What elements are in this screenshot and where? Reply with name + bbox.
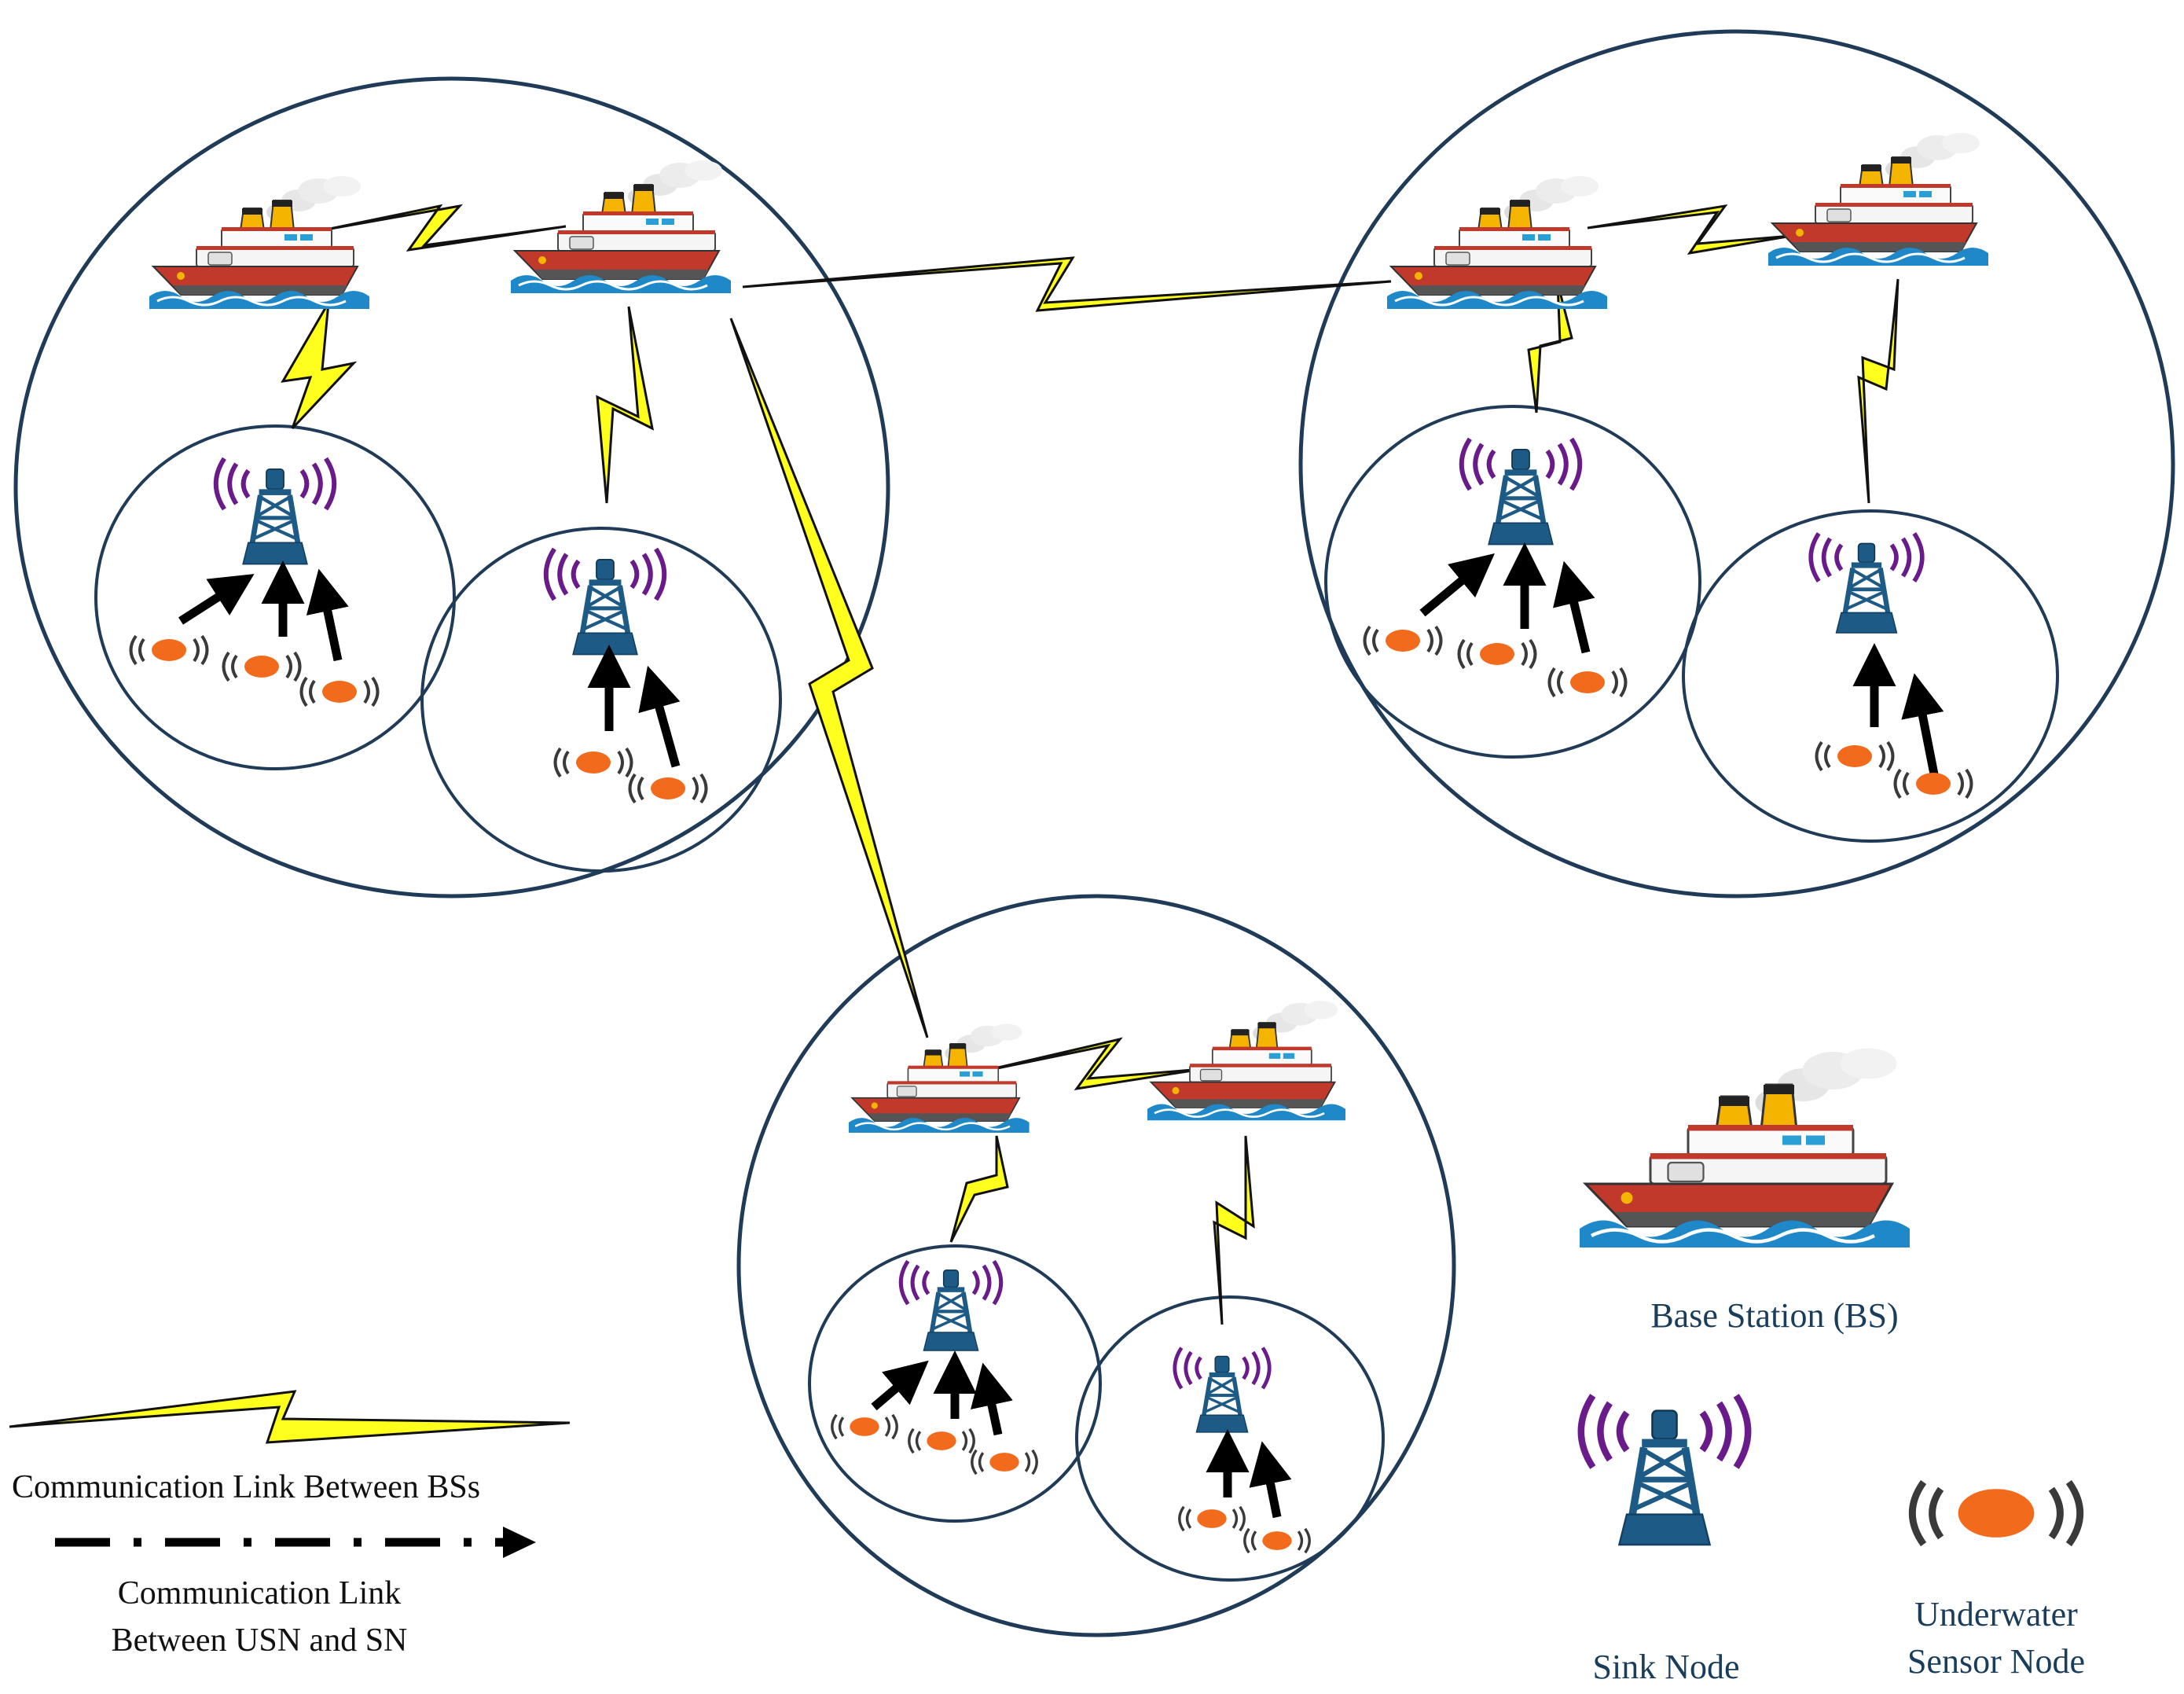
- legend-buoy-tower-icon: [1581, 1395, 1748, 1545]
- buoy-tower-icon: [1811, 534, 1922, 633]
- legend-sensor-node-icon: [1912, 1482, 2079, 1544]
- cluster-circle-3: [736, 894, 1456, 1637]
- sensor-node-icon: [1893, 768, 1973, 799]
- ship-icon: [847, 1023, 1030, 1134]
- sensor-node-icon: [971, 1448, 1038, 1476]
- usn-links: [178, 542, 1944, 1519]
- sensor-node-icon: [1243, 1527, 1311, 1555]
- sensor-node-icon: [628, 773, 708, 804]
- sensor-node-icon: [553, 747, 633, 778]
- sensor-node-icon: [299, 676, 380, 707]
- sensor-node-icon: [908, 1427, 975, 1455]
- cluster-circle-1: [13, 76, 890, 898]
- cluster-circle-2: [1298, 29, 2175, 898]
- sink-region-3a: [808, 1244, 1102, 1523]
- sensor-node-icon: [1457, 638, 1537, 670]
- buoy-tower-icon: [901, 1261, 1000, 1350]
- sensor-node-icon: [1363, 625, 1443, 656]
- legend-usn-link-label-2: Between USN and SN: [112, 1622, 408, 1659]
- sensor-node-icon: [1178, 1505, 1246, 1533]
- sink-region-1a: [94, 424, 456, 770]
- sensor-node-icon: [1815, 740, 1895, 772]
- legend-bs-link-label: Communication Link Between BSs: [12, 1469, 480, 1505]
- bs-links: [281, 204, 1900, 1325]
- sensor-node-icon: [222, 651, 302, 682]
- ship-icon: [509, 159, 732, 295]
- legend-bs-link-sample: [9, 1390, 571, 1444]
- sensor-node-icon: [129, 634, 209, 666]
- sensor-node-icon: [1547, 667, 1628, 698]
- legend-sensor-label-1: Underwater: [1914, 1595, 2078, 1633]
- legend-sensor-label-2: Sensor Node: [1907, 1642, 2085, 1681]
- ship-icon: [1146, 999, 1347, 1122]
- sink-region-2a: [1324, 405, 1701, 759]
- legend-usn-link-label-1: Communication Link: [118, 1575, 401, 1611]
- ship-icon: [1767, 131, 1990, 267]
- buoy-tower-icon: [546, 549, 664, 654]
- sensor-node-icon: [831, 1413, 898, 1441]
- legend-ship-icon: [1580, 1049, 1910, 1248]
- buoy-tower-icon: [1175, 1348, 1269, 1432]
- sink-region-3b: [1075, 1295, 1385, 1582]
- legend-base-station-label: Base Station (BS): [1650, 1296, 1898, 1335]
- ship-icon: [148, 175, 371, 311]
- buoy-tower-icon: [216, 458, 334, 564]
- legend-usn-arrowhead: [503, 1527, 536, 1558]
- legend-sink-node-label: Sink Node: [1593, 1648, 1740, 1686]
- sink-region-1b: [420, 527, 782, 873]
- sink-region-2b: [1682, 509, 2059, 843]
- buoy-tower-icon: [1462, 439, 1580, 544]
- ship-icon: [1386, 175, 1609, 311]
